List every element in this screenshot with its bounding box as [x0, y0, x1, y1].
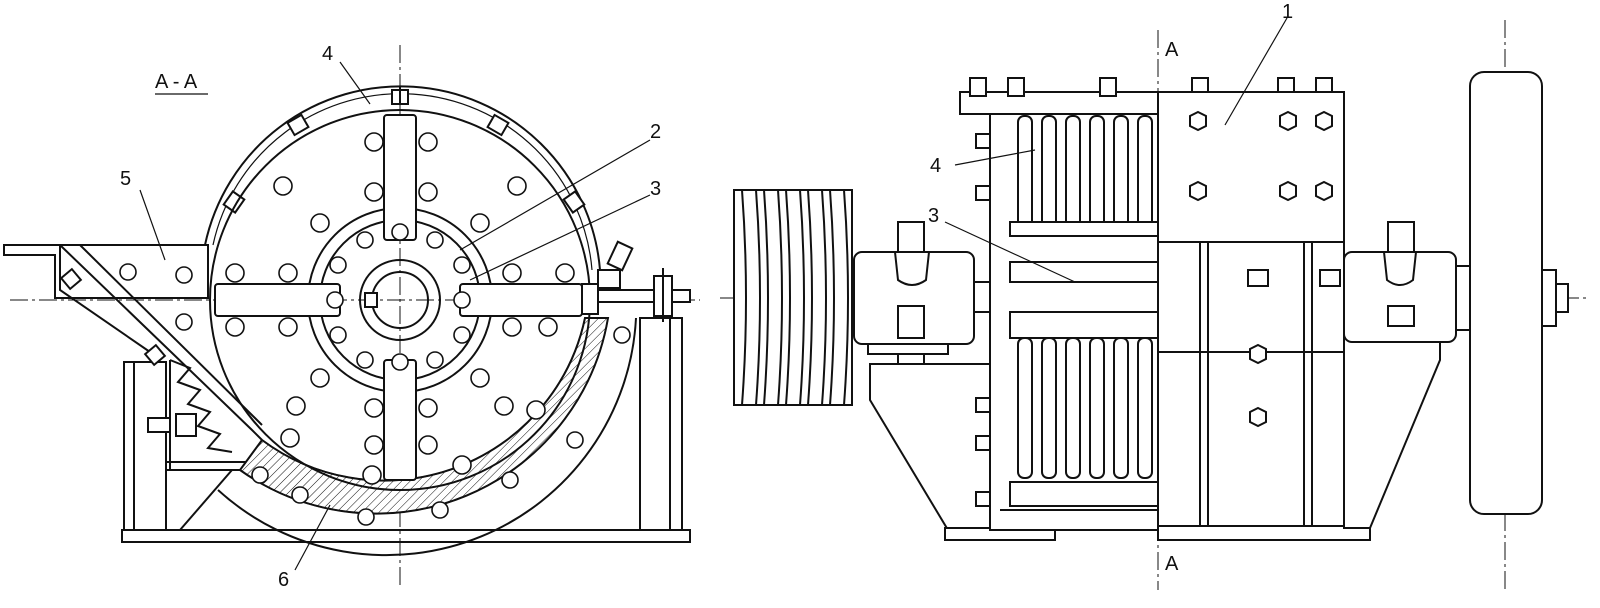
callout-6-left: 6: [278, 569, 289, 591]
callout-4-right: 4: [930, 155, 941, 177]
left-bearing: [853, 221, 975, 375]
callout-3-left: 3: [650, 178, 661, 200]
callout-2-left: 2: [650, 121, 661, 143]
callout-1-right: 1: [1282, 1, 1293, 23]
callout-4-left: 4: [322, 43, 333, 65]
drawing-labels: A - A A A 4 2 3 5 6 1 4 3: [120, 1, 1293, 591]
side-bolts: [975, 133, 991, 507]
section-view: [3, 45, 700, 585]
right-bearing: [1343, 221, 1457, 343]
hub-holes: [329, 231, 471, 369]
side-view: [720, 17, 1590, 590]
flywheel: [1469, 71, 1543, 515]
hammer-arms: [214, 114, 583, 481]
callout-3-right: 3: [928, 205, 939, 227]
section-label: A - A: [155, 71, 198, 93]
casing-nuts: [1189, 110, 1333, 202]
v-belt-pulley: [733, 189, 853, 406]
lower-hammers: [1017, 337, 1153, 479]
rotor-holes-outer: [225, 132, 575, 485]
shell-bolt-holes: [251, 326, 631, 526]
callout-5-left: 5: [120, 168, 131, 190]
section-marker-top: A: [1165, 39, 1179, 61]
casing-bolts: [222, 86, 586, 214]
section-marker-bottom: A: [1165, 553, 1179, 575]
